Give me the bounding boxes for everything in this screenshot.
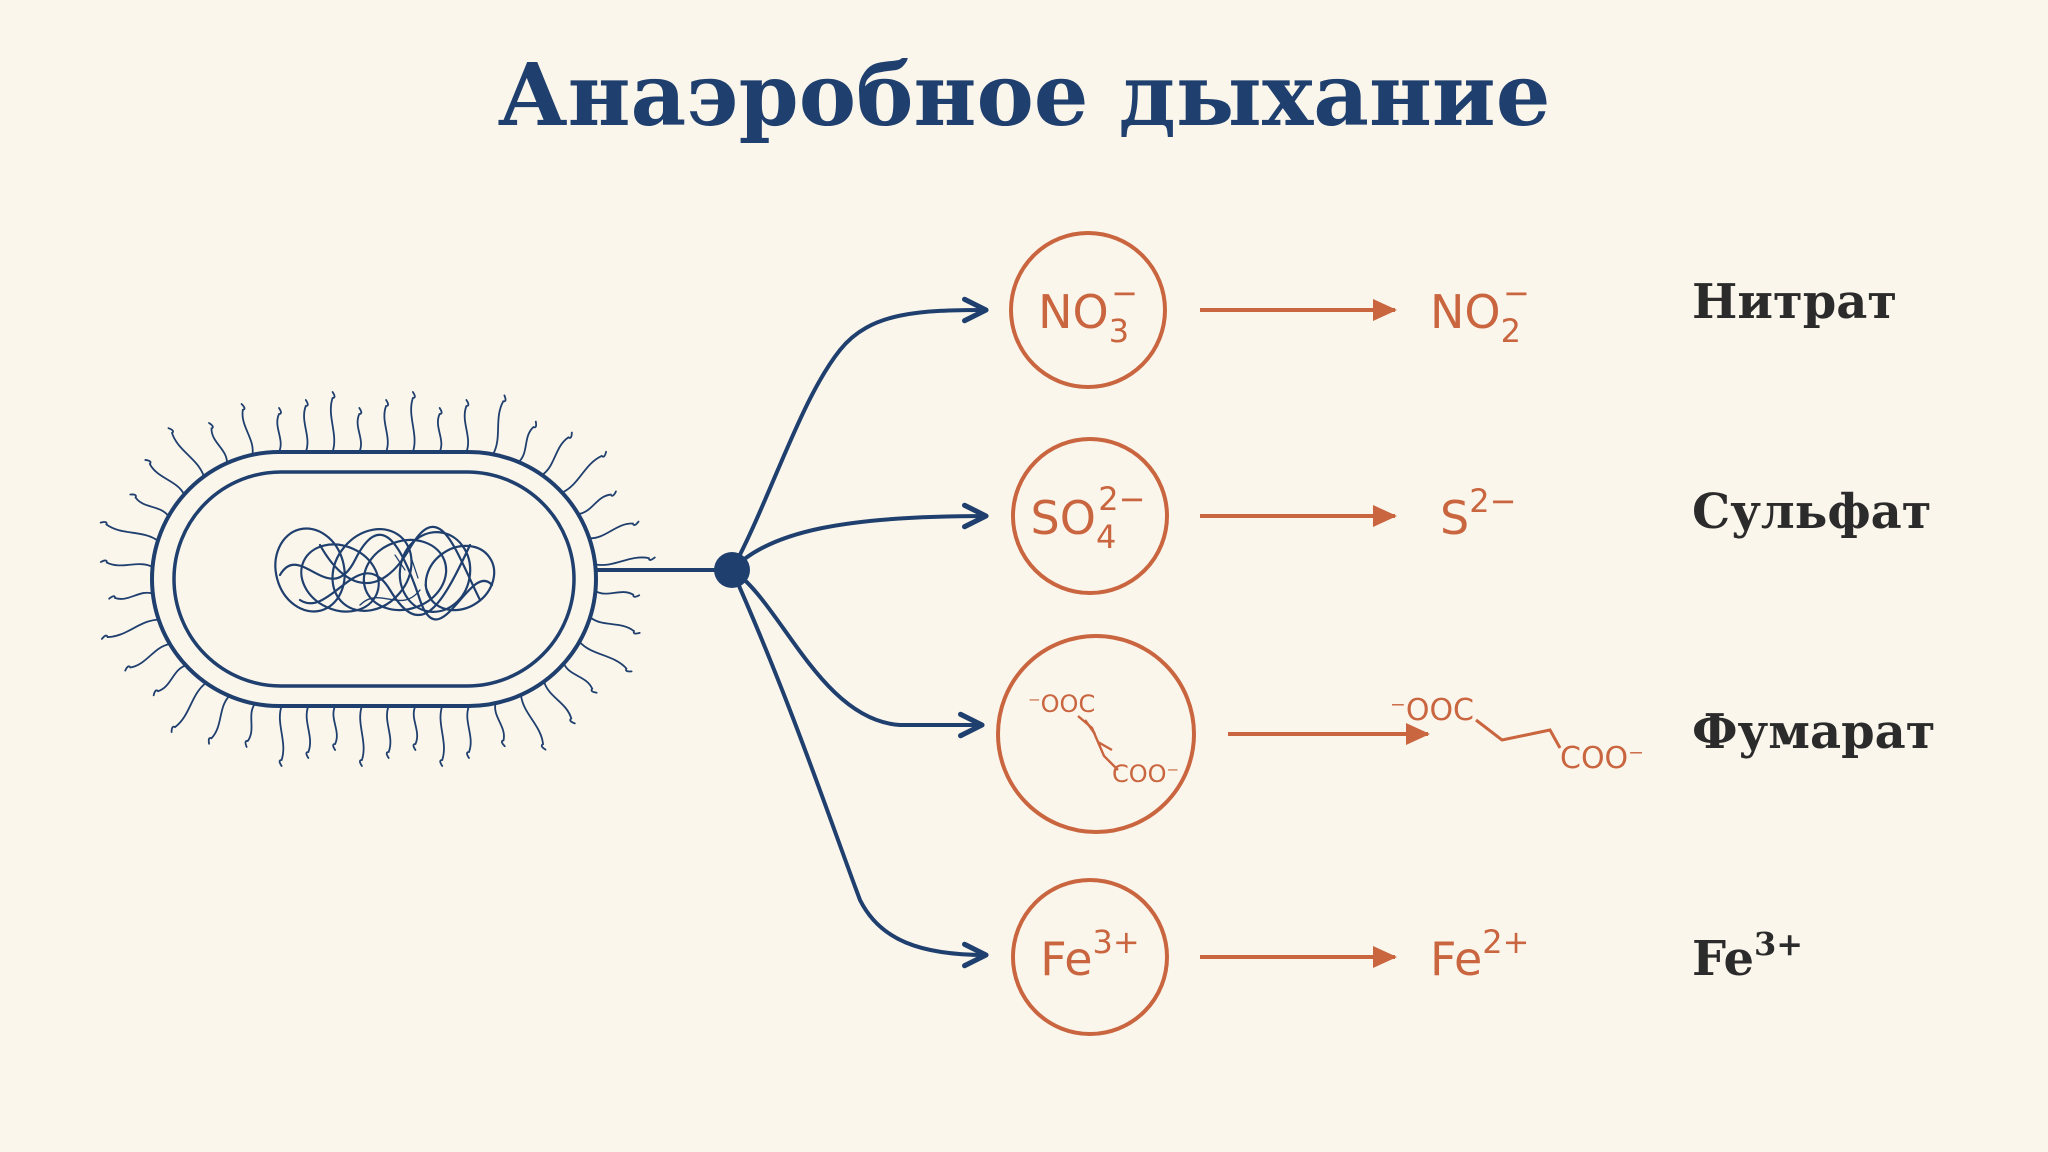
pilus: [144, 459, 186, 496]
pilus: [244, 702, 256, 748]
pilus: [594, 590, 641, 598]
pilus: [303, 399, 309, 453]
row-sulfate: SO42− S2− Сульфат: [1011, 437, 1931, 595]
pilus: [492, 394, 507, 456]
row-iron: Fe3+ Fe2+ Fe3+: [1011, 878, 1803, 1036]
pilus: [99, 559, 154, 568]
fumarate-skeleton: [1077, 715, 1119, 771]
reactant-formula-nitrate: NO3−: [1038, 274, 1138, 350]
pilus: [577, 490, 617, 515]
pilus: [278, 705, 285, 767]
label-fumarate: Фумарат: [1692, 704, 1935, 760]
nucleoid-dna: [274, 525, 496, 621]
pilus: [594, 556, 656, 566]
pilus: [463, 399, 470, 453]
product-formula-sulfide: S2−: [1440, 482, 1516, 545]
pilus: [99, 521, 159, 542]
pilus: [562, 662, 598, 694]
pilus: [437, 407, 443, 453]
product-formula-iron: Fe2+: [1430, 923, 1529, 986]
pilus: [152, 664, 187, 697]
reactant-circle-fumarate: [996, 634, 1196, 834]
pilus: [517, 420, 538, 463]
product-base: S: [1440, 491, 1469, 545]
product-superscript: 2−: [1469, 482, 1516, 520]
pilus: [359, 705, 365, 767]
product-superscript: 2+: [1482, 923, 1529, 961]
branch-arrow-sulfate: [730, 502, 989, 572]
reactant-circle-sulfate: [1011, 437, 1169, 595]
succinate-left-group: ⁻OOC: [1390, 693, 1474, 728]
branch-arrow-fumarate: [730, 568, 985, 739]
pilus: [588, 520, 640, 540]
pilus: [305, 705, 311, 759]
reactant-superscript: 3+: [1093, 923, 1140, 961]
reactant-circle-iron: [1011, 878, 1169, 1036]
product-base: NO: [1430, 285, 1501, 339]
pilus: [589, 616, 641, 635]
pilus: [439, 705, 445, 767]
pilus: [466, 705, 472, 759]
label-iron-superscript: 3+: [1754, 925, 1803, 963]
pilus: [520, 693, 547, 751]
reactant-subscript: 3: [1109, 312, 1129, 350]
pilus: [108, 591, 154, 600]
bacterium-pili: [99, 391, 656, 767]
reactant-base: NO: [1038, 285, 1109, 339]
pilus: [124, 643, 171, 672]
label-sulfate: Сульфат: [1692, 484, 1931, 540]
reactant-superscript: 2−: [1098, 480, 1145, 518]
pilus: [578, 640, 633, 673]
pilus: [332, 705, 338, 751]
reactant-base: SO: [1031, 491, 1096, 545]
pilus: [412, 705, 419, 751]
product-superscript: −: [1503, 274, 1530, 312]
label-iron-base: Fe: [1692, 931, 1754, 987]
pilus: [329, 391, 336, 453]
reactant-base: Fe: [1040, 932, 1092, 986]
pilus: [410, 391, 416, 453]
pilus: [167, 427, 205, 478]
pilus: [385, 705, 392, 759]
reactant-circle-nitrate: [1009, 231, 1167, 389]
pilus: [208, 422, 228, 465]
branch-hub-node: [714, 552, 750, 588]
product-base: Fe: [1430, 932, 1482, 986]
pilus: [276, 407, 282, 453]
label-iron: Fe3+: [1692, 925, 1803, 987]
branch-arrow-nitrate: [730, 296, 989, 572]
pilus: [240, 403, 254, 456]
pilus: [543, 680, 576, 725]
pilus: [494, 702, 506, 748]
cell-inner-membrane: [172, 470, 576, 688]
fumarate-right-group: COO⁻: [1112, 760, 1179, 788]
branch-arrow-iron: [730, 568, 989, 969]
reactant-formula-iron: Fe3+: [1040, 923, 1139, 986]
row-nitrate: NO3− NO2− Нитрат: [1009, 231, 1897, 389]
pilus: [170, 682, 207, 733]
reactant-subscript: 4: [1096, 518, 1116, 556]
fumarate-left-group: ⁻OOC: [1028, 690, 1095, 718]
label-nitrate: Нитрат: [1692, 274, 1897, 330]
succinate-skeleton: [1475, 718, 1562, 749]
reactant-superscript: −: [1111, 274, 1138, 312]
pilus: [356, 407, 363, 453]
product-formula-nitrite: NO2−: [1430, 274, 1530, 350]
page-title: Анаэробное дыхание: [498, 45, 1551, 146]
pilus: [207, 695, 231, 745]
reactant-formula-sulfate: SO42−: [1031, 480, 1146, 556]
pilus: [561, 450, 607, 494]
pilus: [541, 431, 573, 476]
bacterium-cell: [99, 391, 656, 767]
product-subscript: 2: [1501, 312, 1521, 350]
cell-outer-membrane: [150, 450, 598, 708]
pilus: [383, 399, 389, 453]
pilus: [129, 493, 170, 518]
branch-arrows: [730, 296, 989, 969]
row-fumarate: ⁻OOC COO⁻ ⁻OOC COO⁻ Фумарат: [996, 634, 1935, 834]
succinate-right-group: COO⁻: [1560, 741, 1644, 776]
pilus: [100, 618, 160, 640]
